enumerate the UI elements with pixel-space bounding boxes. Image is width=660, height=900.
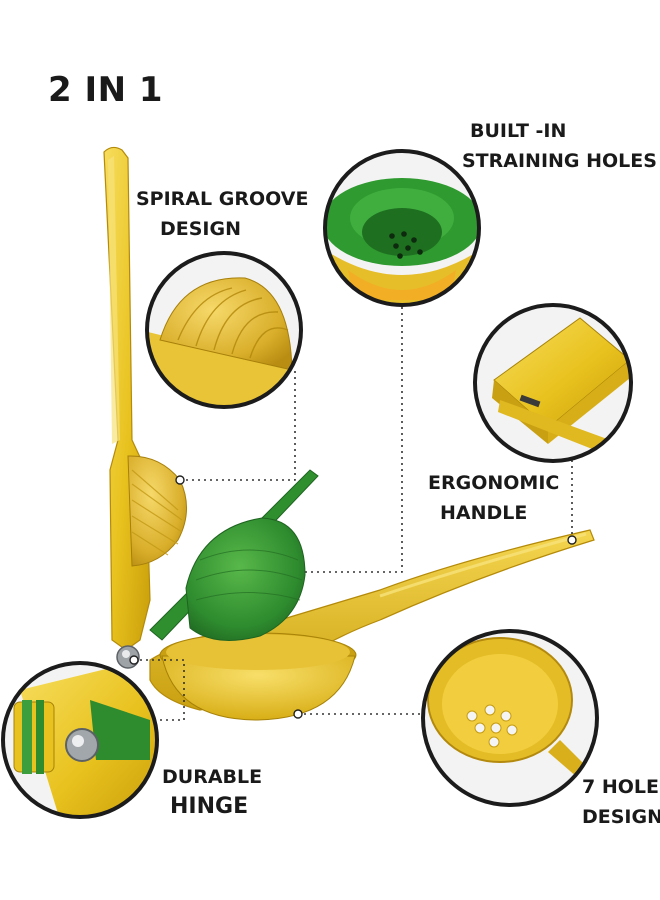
label-line: SPIRAL GROOVE [136,188,309,210]
label-line: ERGONOMIC [428,472,560,494]
label-line: 7 HOLE [582,776,659,798]
detail-circle-durable-hinge [1,661,159,819]
label-spiral-groove: SPIRAL GROOVE DESIGN [136,184,308,244]
detail-circle-straining-holes [323,149,481,307]
yellow-dome-cup [127,455,188,567]
label-straining-holes-line2: STRAINING HOLES [462,146,657,176]
callout-lines [134,305,573,721]
label-line: STRAINING HOLES [462,150,657,172]
label-line: DURABLE [162,766,263,788]
label-line: DESIGN [160,218,242,240]
yellow-bowl [159,632,357,721]
detail-circle-7-hole-design [421,629,599,807]
label-line: BUILT -IN [470,120,567,142]
detail-circle-spiral-groove [145,251,303,409]
callout-dots [129,475,577,719]
headline-2-in-1: 2 IN 1 [48,70,164,110]
label-straining-holes: BUILT -IN [470,116,566,146]
label-durable-hinge: DURABLE HINGE [162,762,262,822]
label-line: HINGE [170,794,249,819]
green-cup-lever [149,469,319,641]
detail-circle-ergonomic-handle [473,303,633,463]
label-line: DESIGN [582,806,660,828]
top-lever [103,146,151,651]
label-line: HANDLE [440,502,528,524]
label-7-hole-design-line2: DESIGN [582,802,660,832]
label-ergonomic-handle: ERGONOMIC HANDLE [428,468,559,528]
label-7-hole-design: 7 HOLE [582,772,659,802]
